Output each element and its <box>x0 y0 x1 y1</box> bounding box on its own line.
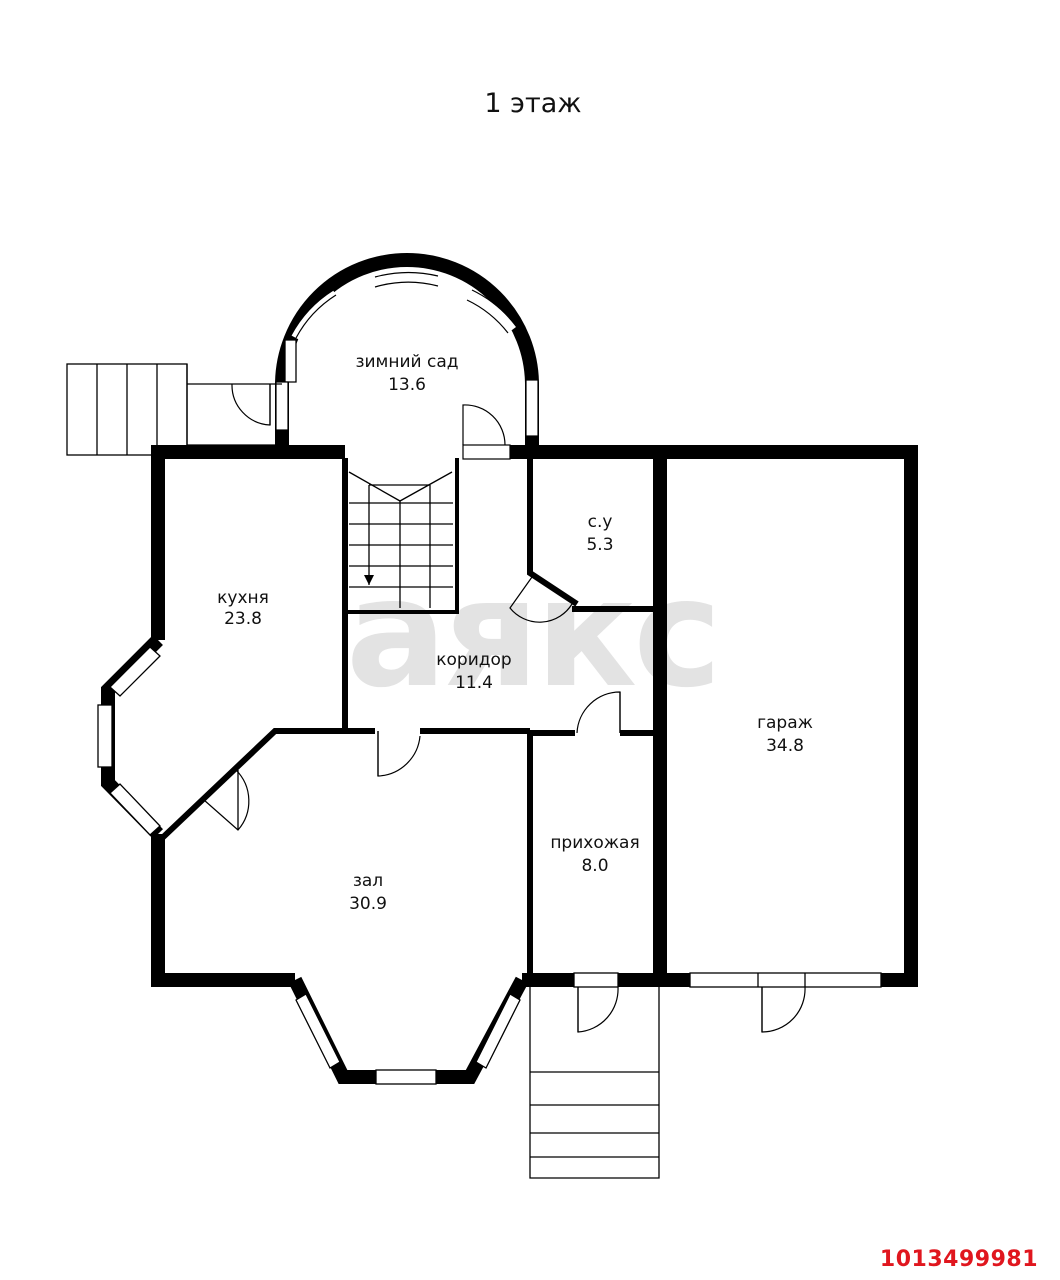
room-name-bathroom: с.у <box>588 512 613 532</box>
staircase <box>348 471 453 608</box>
room-name-winter-garden: зимний сад <box>355 352 458 372</box>
garage-gate <box>689 972 882 1033</box>
room-name-garage: гараж <box>757 713 813 733</box>
kitchen-bay-windows <box>97 646 161 836</box>
living-bay-windows <box>295 993 521 1085</box>
room-area-corridor: 11.4 <box>455 673 493 693</box>
listing-id: 1013499981 <box>879 1247 1038 1272</box>
room-name-hall: прихожая <box>550 833 639 853</box>
room-area-living: 30.9 <box>349 894 387 914</box>
winter-garden-walls <box>275 253 539 460</box>
interior-walls <box>155 458 667 980</box>
room-area-kitchen: 23.8 <box>224 609 262 629</box>
floor-title: 1 этаж <box>484 88 581 119</box>
room-area-bathroom: 5.3 <box>586 535 613 555</box>
doors <box>203 576 621 831</box>
room-area-winter-garden: 13.6 <box>388 375 426 395</box>
left-porch-steps <box>66 363 282 456</box>
room-name-living: зал <box>353 871 383 891</box>
room-area-hall: 8.0 <box>581 856 608 876</box>
front-entrance <box>529 972 660 1179</box>
room-labels: зимний сад 13.6 кухня 23.8 с.у 5.3 корид… <box>217 352 813 914</box>
room-area-garage: 34.8 <box>766 736 804 756</box>
room-name-kitchen: кухня <box>217 588 269 608</box>
room-name-corridor: коридор <box>436 650 511 670</box>
